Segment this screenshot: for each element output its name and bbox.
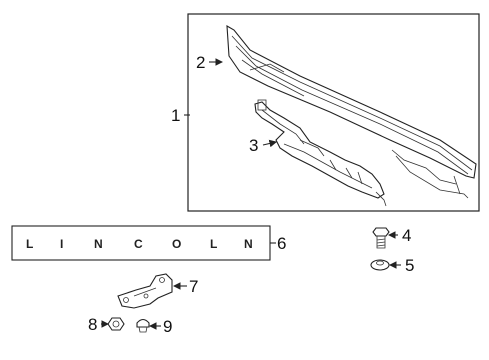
callout-4: 4 [402,226,411,245]
callout-6: 6 [277,234,286,253]
callout-1: 1 [171,106,180,125]
emblem-letter: C [134,237,143,251]
clip-part [136,318,150,333]
emblem-letter: N [94,237,103,251]
emblem-letter: L [26,237,33,251]
emblem-letter: O [172,237,181,251]
emblem-letter: I [60,237,63,251]
callout-8: 8 [88,315,97,334]
screw-part [372,227,390,249]
emblem-letter: N [244,237,253,251]
emblem-letter: L [210,237,217,251]
callout-7: 7 [189,277,198,296]
callout-5: 5 [405,256,414,275]
nut-part [107,317,125,331]
washer-part [370,259,390,271]
callout-9: 9 [163,317,172,336]
callout-3: 3 [249,136,258,155]
emblem-letters: L I N C O L N [26,237,253,251]
trim-panel-assembly [226,25,477,199]
leader-lines [101,58,401,330]
bracket-plate [117,273,173,309]
assembly-frame [187,13,480,212]
callout-2: 2 [196,53,205,72]
latch-bracket [254,99,387,207]
